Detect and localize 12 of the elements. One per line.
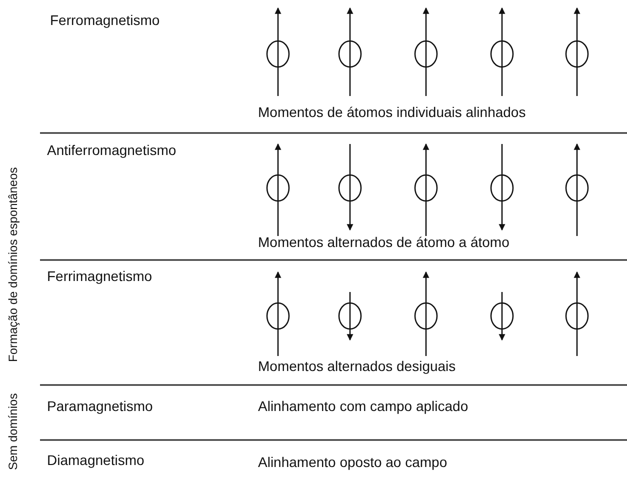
row-heading: Ferromagnetismo — [50, 12, 160, 28]
row-description: Alinhamento oposto ao campo — [258, 454, 448, 470]
row-description: Momentos alternados de átomo a átomo — [258, 234, 510, 250]
row-heading: Antiferromagnetismo — [47, 142, 176, 158]
section-label: Formação de domínios espontâneos — [6, 167, 20, 362]
section-label: Sem domínios — [6, 393, 20, 470]
row-description: Momentos alternados desiguais — [258, 358, 456, 374]
row-description: Momentos de átomos individuais alinhados — [258, 104, 526, 120]
row-heading: Diamagnetismo — [47, 452, 144, 468]
row-description: Alinhamento com campo aplicado — [258, 398, 468, 414]
row-heading: Ferrimagnetismo — [47, 268, 152, 284]
row-heading: Paramagnetismo — [47, 398, 153, 414]
